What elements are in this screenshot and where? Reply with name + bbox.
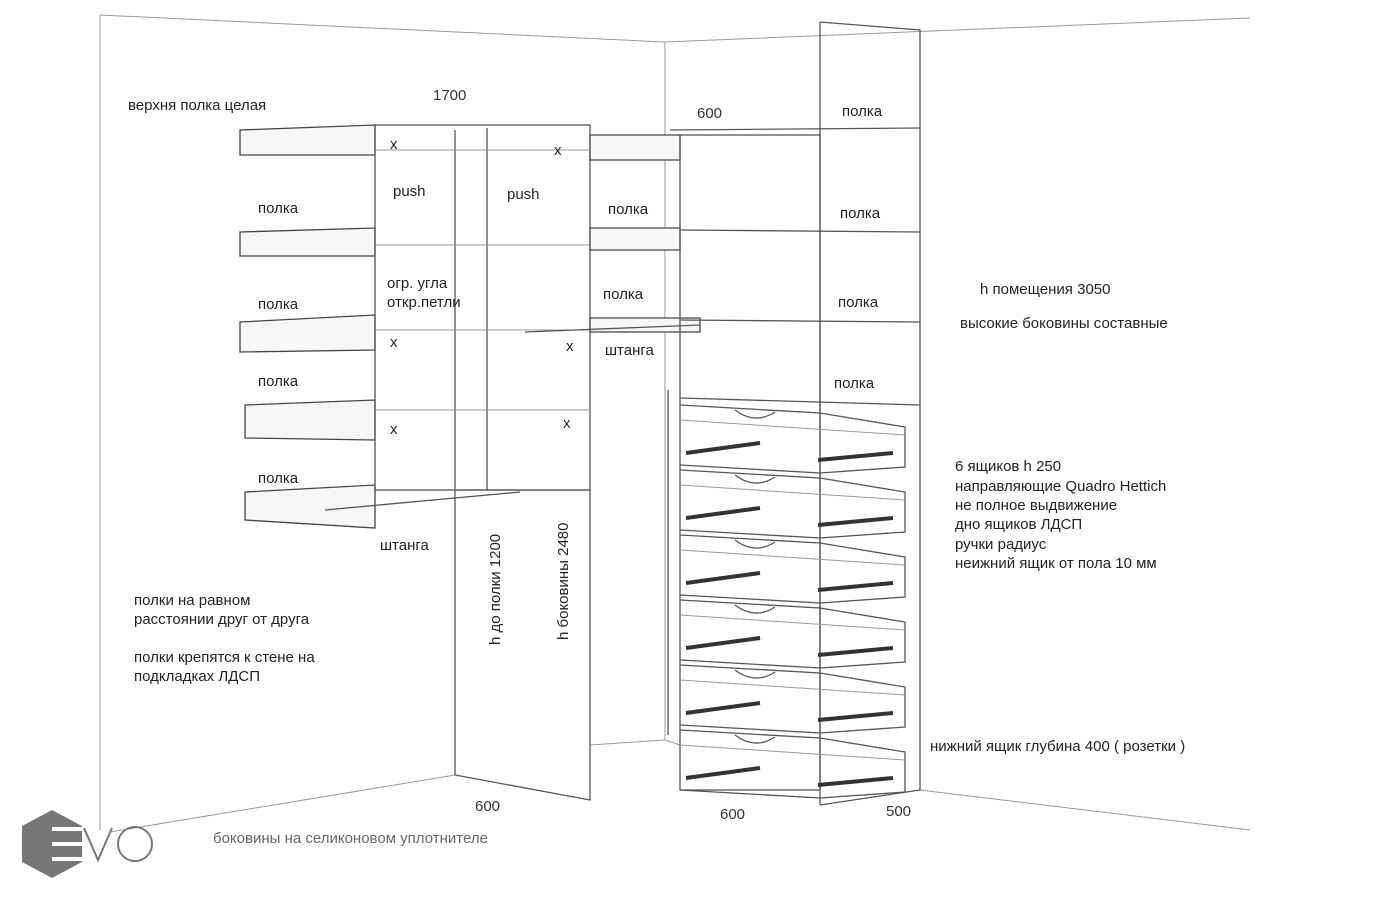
dim-floor-depth: 500: [886, 803, 911, 820]
push-label: push: [507, 186, 540, 203]
shelf-label: полка: [258, 470, 299, 487]
evo-logo: [22, 810, 153, 878]
drawer-handle: [734, 474, 776, 484]
corner-limit-label: огр. угла: [387, 275, 448, 292]
drawer-handle: [734, 539, 776, 549]
drawer-handle: [734, 734, 776, 744]
drawer-handle: [734, 409, 776, 419]
central-unit: [324, 124, 591, 801]
drawer-handle: [734, 669, 776, 679]
shelves-note: подкладках ЛДСП: [134, 668, 260, 685]
drawers-note: 6 ящиков h 250: [955, 458, 1061, 475]
cross-mark: x: [566, 338, 574, 355]
corner-shelves: [524, 134, 701, 735]
bottom-drawer-label: нижний ящик глубина 400 ( розетки ): [930, 738, 1185, 755]
drawer: [679, 534, 906, 604]
rod-label: штанга: [380, 537, 430, 554]
drawer-handle: [734, 604, 776, 614]
tall-sides-label: высокие боковины составные: [960, 315, 1168, 332]
cross-mark: x: [390, 421, 398, 438]
dim-top-width: 1700: [433, 87, 466, 104]
shelves-note: расстоянии друг от друга: [134, 611, 310, 628]
shelf-label: полка: [258, 373, 299, 390]
h-to-shelf-label: h до полки 1200: [487, 534, 504, 645]
drawers-note: неижний ящик от пола 10 мм: [955, 555, 1157, 572]
shelves-note: полки на равном: [134, 592, 250, 609]
drawer: [679, 404, 906, 474]
shelf-label: полка: [603, 286, 644, 303]
drawers-note: дно ящиков ЛДСП: [955, 516, 1082, 533]
dim-floor-left: 600: [475, 798, 500, 815]
corner-limit-label: откр.петли: [387, 294, 461, 311]
drawer: [679, 664, 906, 734]
rod-label: штанга: [605, 342, 655, 359]
shelves-note: полки крепятся к стене на: [134, 649, 315, 666]
top-shelf-label: верхня полка целая: [128, 97, 266, 114]
cross-mark: x: [563, 415, 571, 432]
sides-note: боковины на селиконовом уплотнителе: [213, 830, 488, 847]
shelf-label: полка: [834, 375, 875, 392]
drawers-note: ручки радиус: [955, 536, 1047, 553]
shelf-label: полка: [258, 296, 299, 313]
drawers-note: не полное выдвижение: [955, 497, 1117, 514]
shelf-label: полка: [258, 200, 299, 217]
drawer: [679, 729, 906, 799]
h-side-label: h боковины 2480: [555, 523, 572, 640]
dim-floor-tower: 600: [720, 806, 745, 823]
shelf-label: полка: [838, 294, 879, 311]
cross-mark: x: [390, 136, 398, 153]
left-wall-shelves: [239, 124, 376, 529]
shelf-label: полка: [608, 201, 649, 218]
shelf-label: полка: [840, 205, 881, 222]
room-height-label: h помещения 3050: [980, 281, 1110, 298]
push-label: push: [393, 183, 426, 200]
cross-mark: x: [390, 334, 398, 351]
shelf-label: полка: [842, 103, 883, 120]
drawers-note: направляющие Quadro Hettich: [955, 478, 1166, 495]
cross-mark: x: [554, 142, 562, 159]
dim-corner-width: 600: [697, 105, 722, 122]
drawer: [679, 469, 906, 539]
drawer-tower: [669, 21, 921, 806]
drawer: [679, 599, 906, 669]
